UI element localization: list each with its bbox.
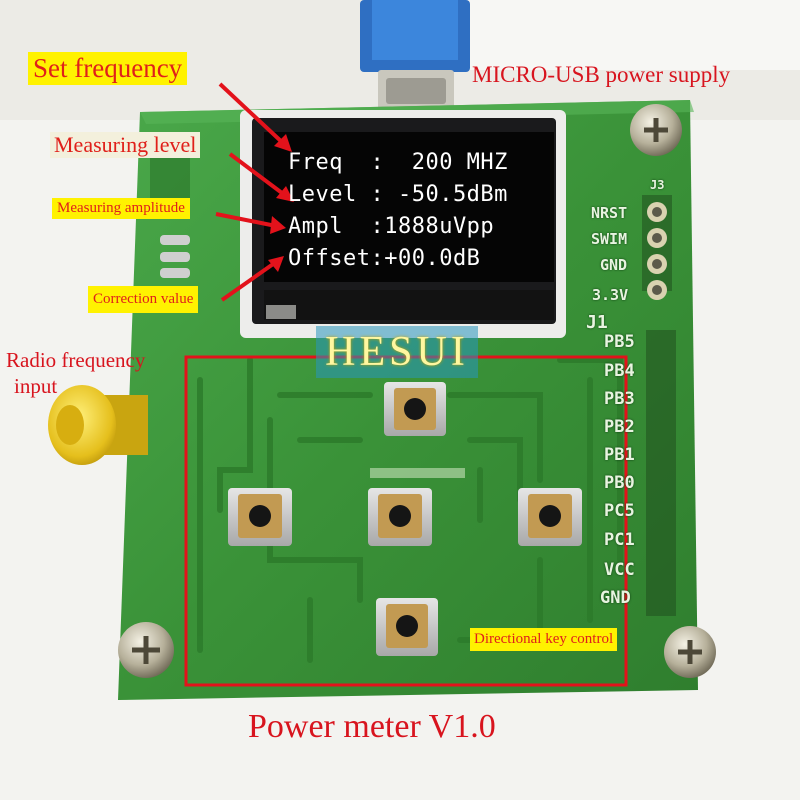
label-usb-power: MICRO-USB power supply <box>472 62 731 87</box>
oled-line-amplitude: Ampl :1888uVpp <box>288 214 495 239</box>
label-rf-input-line2: input <box>14 374 58 398</box>
header-j3-label: J3 <box>650 178 665 192</box>
pin-label-gnd: GND <box>600 588 631 608</box>
pin-label-gnd-top: GND <box>600 256 628 274</box>
pin-label-pb1: PB1 <box>604 445 635 465</box>
pin-label-pb0: PB0 <box>604 473 635 493</box>
hesui-watermark: HESUI <box>316 326 478 378</box>
oled-line-offset: Offset:+00.0dB <box>288 246 481 271</box>
pin-label-pb3: PB3 <box>604 389 635 409</box>
annotation-arrows <box>215 82 294 302</box>
usb-cable <box>360 0 470 110</box>
header-j1-label: J1 <box>586 312 608 333</box>
screw-bottom-left <box>118 622 174 678</box>
button-left[interactable] <box>228 488 292 546</box>
pin-label-nrst: NRST <box>591 204 628 222</box>
label-directional-keys: Directional key control <box>470 628 618 651</box>
pin-label-pb4: PB4 <box>604 361 635 381</box>
screw-top-right <box>630 104 682 156</box>
button-center[interactable] <box>368 488 432 546</box>
label-measuring-level: Measuring level <box>50 132 201 158</box>
label-set-frequency: Set frequency <box>28 52 188 85</box>
oled-display <box>240 110 566 338</box>
pin-label-pc1: PC1 <box>604 530 635 550</box>
pin-label-swim: SWIM <box>591 230 628 248</box>
pin-header-j3 <box>642 195 672 300</box>
label-measuring-amplitude: Measuring amplitude <box>52 198 190 219</box>
label-rf-input-line1: Radio frequency <box>6 348 146 372</box>
pin-label-pb2: PB2 <box>604 417 635 437</box>
pin-label-vcc: VCC <box>604 560 635 580</box>
button-down[interactable] <box>376 598 438 656</box>
oled-line-frequency: Freq : 200 MHZ <box>288 150 508 175</box>
button-right[interactable] <box>518 488 582 546</box>
caption-title: Power meter V1.0 <box>248 708 496 745</box>
label-correction-value: Correction value <box>88 286 199 313</box>
pin-label-3v3: 3.3V <box>592 286 629 304</box>
sma-rf-connector <box>48 385 148 465</box>
button-up[interactable] <box>384 382 446 436</box>
pin-label-pc5: PC5 <box>604 501 635 521</box>
pin-label-pb5: PB5 <box>604 332 635 352</box>
oled-line-level: Level : -50.5dBm <box>288 182 508 207</box>
screw-bottom-right <box>664 626 716 678</box>
pin-header-j1 <box>646 330 676 616</box>
